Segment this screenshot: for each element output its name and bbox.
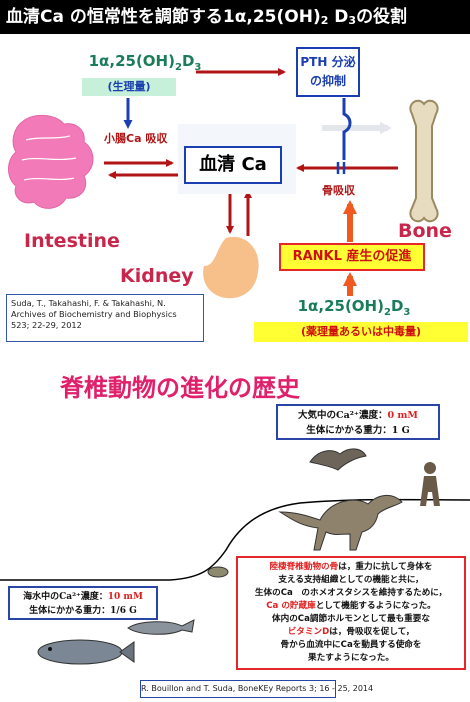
page-title: 血清Ca の恒常性を調節する1α,25(OH)2 D3の役割 [0,0,470,34]
dinosaur-icon [278,495,403,551]
evolution-illustration [0,448,470,665]
intestinal-absorption-label: 小腸Ca 吸収 [104,132,168,145]
kidney-label: Kidney [120,265,194,287]
seawater-info-box: 海水中のCa²⁺濃度：10 mM 生体にかかる重力：1/6 G [8,586,158,620]
bone-label: Bone [398,220,452,242]
reference-citation-2: R. Bouillon and T. Suda, BoneKEy Reports… [140,680,373,698]
human-icon [420,462,440,506]
flying-creature-icon [309,448,367,471]
pth-suppression-box: PTH 分泌 の抑制 [296,47,360,97]
serum-ca-box: 血清 Ca [184,146,282,184]
reference-citation-1: Suda, T., Takahashi, F. & Takahashi, N. … [6,294,204,342]
land-curve [0,498,470,581]
vitamin-d-pharmacological: 1α,25(OH)2D3 [297,297,411,318]
physiological-dose-label: (生理量) [82,78,176,96]
rankl-production-box: RANKL 産生の促進 [279,243,425,271]
pth-line-2: の抑制 [309,74,346,88]
pharmacological-dose-label: (薬理量あるいは中毒量) [254,322,468,342]
bone-resorption-label: 骨吸収 [322,184,355,197]
amphibian-icon [207,566,229,578]
fish-large-icon [37,639,135,665]
intestine-illustration [8,115,94,209]
bone-illustration [409,99,439,223]
pth-inhibition-line [342,98,352,160]
evolution-title: 脊椎動物の進化の歴史 [60,374,300,402]
vitamin-d-physiological: 1α,25(OH)2D3 [88,52,202,73]
fish-small-icon [127,619,195,635]
intestine-label: Intestine [24,230,120,252]
atmosphere-info-box: 大気中のCa²⁺濃度：0 mM 生体にかかる重力：1 G [276,404,440,440]
terrestrial-vertebrate-explanation: 陸棲脊椎動物の骨は，重力に抗して身体を 支える支持組織としての機能と共に， 生体… [236,556,466,670]
kidney-illustration [203,236,259,299]
pth-line-1: PTH 分泌 [300,55,356,69]
calcium-regulation-diagram [8,68,439,299]
